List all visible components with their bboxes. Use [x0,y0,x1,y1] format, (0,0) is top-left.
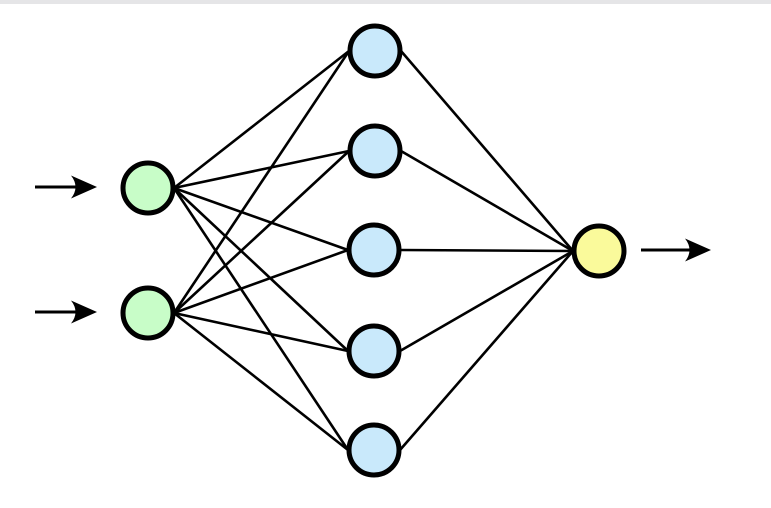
hidden-node-1 [347,23,403,79]
edge-hidden-node-5-to-output-node-1 [399,250,574,451]
input-node-2 [120,285,176,341]
edge-input-node-1-to-hidden-node-3 [173,186,349,252]
edge-input-node-2-to-hidden-node-5 [173,311,349,452]
output-arrow [641,238,711,262]
input-arrow-2-head-icon [71,300,97,324]
edge-hidden-node-2-to-output-node-1 [400,149,574,253]
input-node-1 [120,160,176,216]
edge-input-node-2-to-hidden-node-2 [173,150,350,314]
input-arrow-1 [35,175,97,199]
arrows-group [35,175,711,324]
edges-group [172,49,574,452]
hidden-node-3 [346,222,402,278]
hidden-node-4 [346,323,402,379]
output-node-1 [571,223,627,279]
edge-hidden-node-4-to-output-node-1 [399,249,574,353]
edge-input-node-2-to-hidden-node-3 [173,248,349,315]
input-arrow-2 [35,300,97,324]
hidden-node-2 [347,123,403,179]
input-arrow-1-head-icon [71,175,97,199]
edge-input-node-2-to-hidden-node-1 [172,50,351,314]
edge-input-node-1-to-hidden-node-5 [172,187,350,451]
edge-input-node-1-to-hidden-node-2 [173,149,350,190]
hidden-node-5 [346,422,402,478]
window-top-edge [0,0,771,4]
output-arrow-head-icon [685,238,711,262]
edge-input-node-1-to-hidden-node-1 [173,49,350,190]
edge-input-node-1-to-hidden-node-4 [173,187,349,352]
nodes-group [120,23,627,478]
edge-hidden-node-1-to-output-node-1 [400,50,574,252]
edge-hidden-node-3-to-output-node-1 [399,248,574,253]
edge-input-node-2-to-hidden-node-4 [173,311,349,353]
